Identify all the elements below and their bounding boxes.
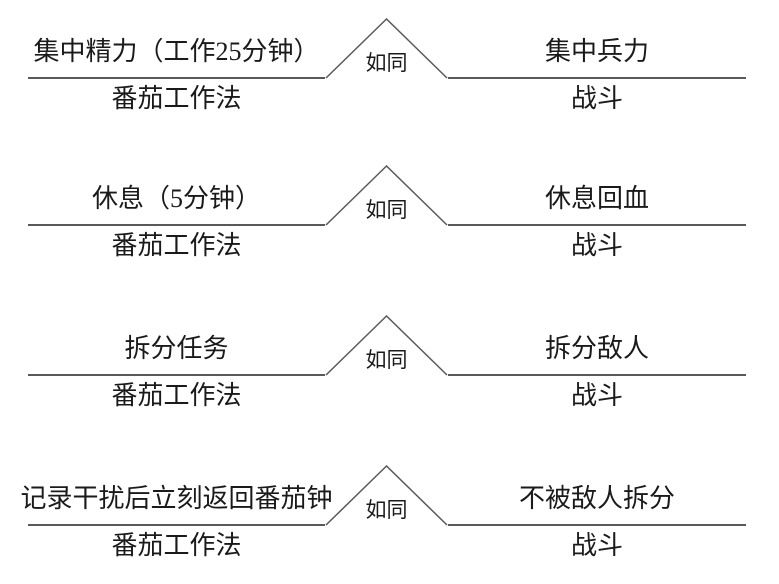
connector-label: 如同 <box>365 51 408 75</box>
target-rule-line: 休息回血 <box>448 147 746 226</box>
target-rule-line: 不被敌人拆分 <box>448 447 746 526</box>
source-term: 拆分任务 <box>124 334 229 363</box>
source-term: 集中精力（工作25分钟） <box>33 37 320 66</box>
target-rule-line: 集中兵力 <box>448 0 746 79</box>
source-rule-line: 拆分任务 <box>28 297 325 376</box>
target-domain-label: 战斗 <box>570 84 623 113</box>
connector-label: 如同 <box>365 498 408 522</box>
source-domain-label: 番茄工作法 <box>111 231 242 260</box>
source-term: 休息（5分钟） <box>91 184 261 213</box>
caret-icon <box>325 165 448 226</box>
connector-label: 如同 <box>365 198 408 222</box>
target-domain-label: 战斗 <box>570 231 623 260</box>
source-rule-line: 休息（5分钟） <box>28 147 325 226</box>
target-term: 拆分敌人 <box>544 334 649 363</box>
target-term: 集中兵力 <box>544 37 649 66</box>
analogy-row: 拆分任务 如同 拆分敌人 番茄工作法 战斗 <box>0 297 779 437</box>
source-rule-line: 集中精力（工作25分钟） <box>28 0 325 79</box>
source-domain-label: 番茄工作法 <box>111 531 242 560</box>
connector-caret-shape <box>325 465 448 526</box>
connector-caret-shape <box>325 18 448 79</box>
source-term: 记录干扰后立刻返回番茄钟 <box>20 484 333 513</box>
target-term: 不被敌人拆分 <box>518 484 675 513</box>
source-domain-label: 番茄工作法 <box>111 84 242 113</box>
source-rule-line: 记录干扰后立刻返回番茄钟 <box>21 447 333 526</box>
connector-label: 如同 <box>365 348 408 372</box>
caret-icon <box>325 315 448 376</box>
target-rule-line: 拆分敌人 <box>448 297 746 376</box>
target-domain-label: 战斗 <box>570 381 623 410</box>
connector-caret-shape <box>325 315 448 376</box>
analogy-row: 集中精力（工作25分钟） 如同 集中兵力 番茄工作法 战斗 <box>0 0 779 140</box>
source-domain-label: 番茄工作法 <box>111 381 242 410</box>
connector-caret-shape <box>325 165 448 226</box>
analogy-row: 记录干扰后立刻返回番茄钟 如同 不被敌人拆分 番茄工作法 战斗 <box>0 447 779 584</box>
target-term: 休息回血 <box>544 184 649 213</box>
target-domain-label: 战斗 <box>570 531 623 560</box>
analogy-row: 休息（5分钟） 如同 休息回血 番茄工作法 战斗 <box>0 147 779 287</box>
caret-icon <box>325 465 448 526</box>
caret-icon <box>325 18 448 79</box>
